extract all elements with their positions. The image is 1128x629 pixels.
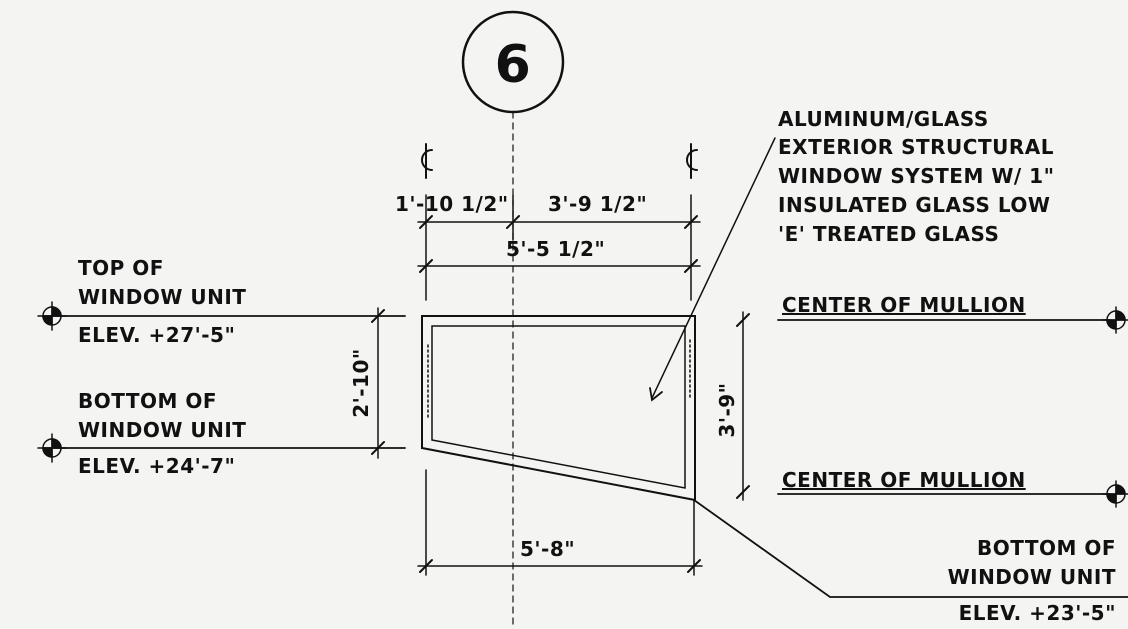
dim-left-height: 2'-10" bbox=[349, 348, 373, 418]
elev-target-mullion-top bbox=[1102, 306, 1128, 334]
dim-right-height: 3'-9" bbox=[715, 382, 739, 437]
note-line-3: WINDOW SYSTEM W/ 1" bbox=[778, 164, 1055, 188]
top-window-unit-label: WINDOW UNIT bbox=[78, 285, 246, 309]
note-line-1: ALUMINUM/GLASS bbox=[778, 107, 989, 131]
window-frame-inner bbox=[431, 325, 686, 489]
bottom-window-unit-label-right: WINDOW UNIT bbox=[948, 565, 1116, 589]
dim-right-offset: 3'-9 1/2" bbox=[548, 192, 647, 216]
mullion-label-top: CENTER OF MULLION bbox=[782, 293, 1026, 317]
window-frame-outer bbox=[421, 315, 696, 502]
note-leader-arrow bbox=[649, 387, 663, 402]
dim-bottom-width: 5'-8" bbox=[520, 537, 575, 561]
note-line-5: 'E' TREATED GLASS bbox=[778, 222, 999, 246]
bottom-of-label-left: BOTTOM OF bbox=[78, 389, 217, 413]
bottom-window-unit-label-left: WINDOW UNIT bbox=[78, 418, 246, 442]
elev-target-top bbox=[37, 301, 67, 331]
bottom-elev-value-right: ELEV. +23'-5" bbox=[959, 601, 1116, 625]
mullion-label-bottom: CENTER OF MULLION bbox=[782, 468, 1026, 492]
dim-overall-top: 5'-5 1/2" bbox=[506, 237, 605, 261]
detail-number: 6 bbox=[495, 35, 532, 95]
elev-leader-bottom-right bbox=[693, 499, 1128, 598]
dim-ticks bbox=[371, 215, 750, 573]
bottom-of-label-right: BOTTOM OF bbox=[977, 536, 1116, 560]
elev-target-bottom-left bbox=[37, 433, 67, 463]
centerline-symbol-left bbox=[421, 143, 433, 179]
centerline-symbol-right bbox=[686, 143, 698, 179]
top-elev-value: ELEV. +27'-5" bbox=[78, 323, 235, 347]
bottom-elev-value-left: ELEV. +24'-7" bbox=[78, 454, 235, 478]
note-block: ALUMINUM/GLASS EXTERIOR STRUCTURAL WINDO… bbox=[778, 107, 1055, 246]
elev-target-mullion-bottom bbox=[1102, 480, 1128, 508]
dim-left-offset: 1'-10 1/2" bbox=[395, 192, 509, 216]
note-line-4: INSULATED GLASS LOW bbox=[778, 193, 1050, 217]
note-line-2: EXTERIOR STRUCTURAL bbox=[778, 135, 1054, 159]
top-of-label: TOP OF bbox=[78, 256, 164, 280]
note-leader bbox=[651, 137, 776, 399]
